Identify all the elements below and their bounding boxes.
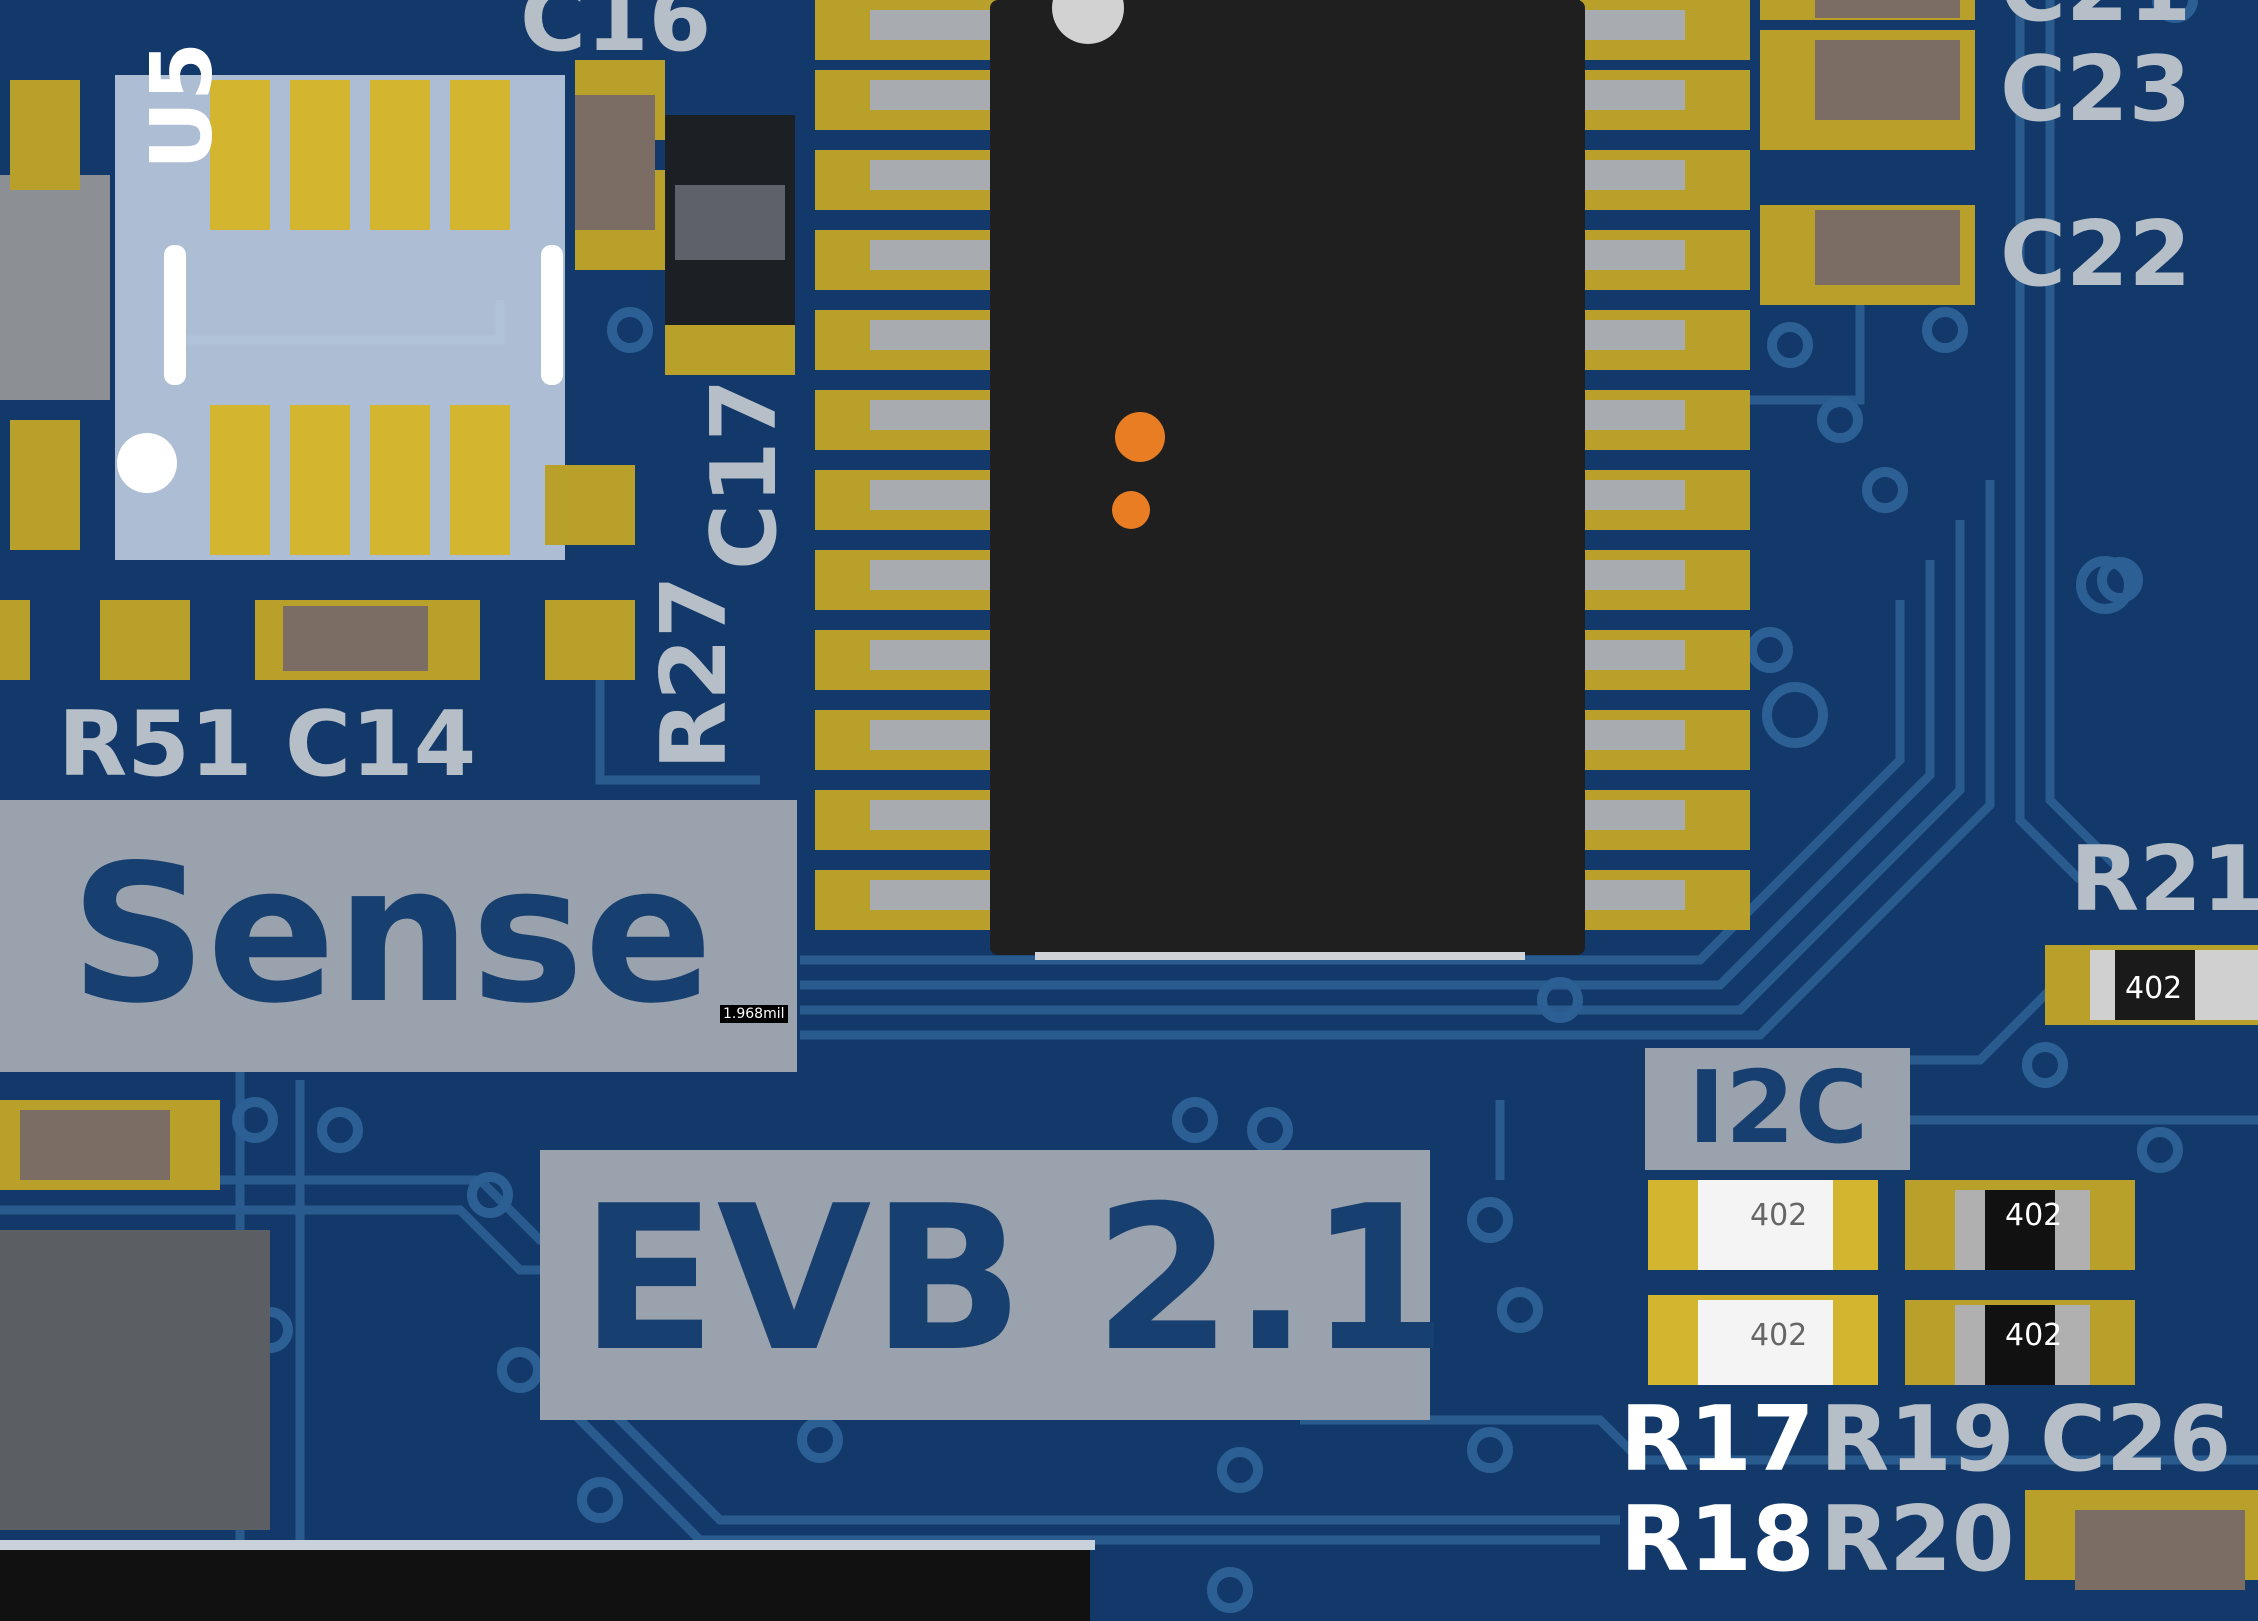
designator-r27: R27	[642, 575, 747, 770]
designator-r18: R18	[1620, 1487, 1815, 1592]
designator-r51: R51	[58, 692, 253, 797]
probe-dot-icon	[1115, 412, 1165, 462]
small-components-left	[0, 95, 1095, 1621]
i2c-label: I2C	[1688, 1049, 1869, 1166]
sense-label: Sense	[70, 824, 713, 1045]
designator-c14: C14	[285, 692, 477, 797]
designator-c23: C23	[2000, 37, 2192, 142]
r17-marking: 402	[1750, 1198, 1807, 1233]
designator-c17: C17	[692, 378, 797, 570]
designator-r17: R17	[1620, 1387, 1815, 1492]
designator-u5: U5	[133, 41, 232, 170]
designator-r21: R21	[2070, 827, 2258, 932]
ic-pin1-marker-icon	[1052, 0, 1124, 44]
edge-component	[0, 175, 110, 400]
main-ic	[815, 0, 1750, 960]
designator-r20: R20	[1820, 1487, 2015, 1592]
i2c-plate	[1645, 1048, 1910, 1170]
probe-dot-icon	[1112, 491, 1150, 529]
designator-c26: C26	[2040, 1387, 2232, 1492]
sense-plate	[0, 800, 797, 1072]
pin1-dot-icon	[117, 433, 177, 493]
designator-c16: C16	[520, 0, 712, 72]
vias	[232, 0, 2198, 1613]
r21-marking: 402	[2125, 971, 2182, 1006]
i2c-resistor-array: 402 402 402 402	[1648, 1180, 2135, 1385]
designator-r19: R19	[1820, 1387, 2015, 1492]
right-capacitors	[1760, 0, 1975, 305]
r18-marking: 402	[1750, 1318, 1807, 1353]
evb-label: EVB 2.1	[580, 1163, 1448, 1396]
r19-marking: 402	[2005, 1198, 2062, 1233]
r21-resistor: 402	[2045, 945, 2258, 1025]
evb-plate	[540, 1150, 1430, 1420]
designator-c21: C21	[2000, 0, 2191, 35]
ruler-readout: 1.968mil	[720, 1005, 788, 1023]
designator-c22: C22	[2000, 202, 2192, 307]
r20-marking: 402	[2005, 1318, 2062, 1353]
u5-chip	[115, 75, 565, 560]
c26-capacitor	[2025, 1490, 2258, 1590]
